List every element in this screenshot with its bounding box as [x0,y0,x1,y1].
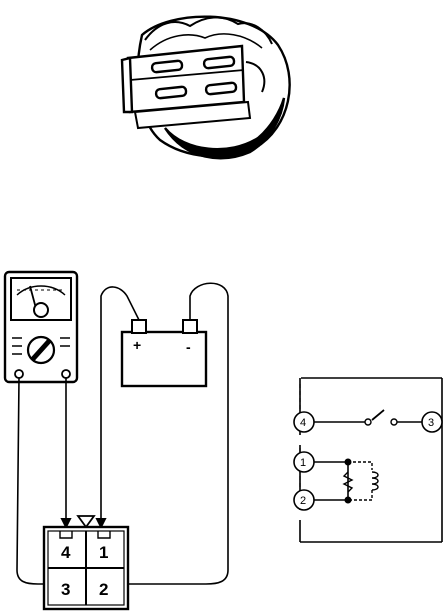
schematic-terminal-3 [421,411,443,433]
switch-contact-a [364,418,372,426]
switch-connector: 4 1 3 2 [42,515,130,611]
battery: + - [120,319,208,388]
switch-contact-b [390,418,398,426]
meter-terminal-right [61,369,71,379]
lead-to-pin-2 [116,282,229,590]
connector-pin-2: 2 [99,580,108,599]
schematic-terminal-2-label: 2 [300,495,306,507]
battery-negative-post [182,319,198,334]
schematic-terminal-3-label: 3 [428,417,434,429]
ignition-switch-illustration [120,15,291,160]
switch-schematic [293,377,443,543]
battery-positive-post [131,319,147,334]
schematic-terminal-1-label: 1 [300,457,306,469]
battery-positive-label: + [133,337,141,353]
schematic-terminal-2 [293,489,315,511]
multimeter [3,270,79,384]
battery-leads [95,282,229,590]
meter-terminal-left [14,369,24,379]
switch-blade [371,409,385,421]
meter-leads [16,377,72,590]
lead-to-pin-3 [16,377,58,590]
schematic-terminal-labels: 4 1 2 3 [300,417,434,507]
connector-pin-1: 1 [99,543,108,562]
battery-negative-label: - [186,339,191,355]
schematic-terminal-1 [293,451,315,473]
connector-pin-3: 3 [61,580,70,599]
connector-pin-4: 4 [61,543,71,562]
lead-to-pin-1 [95,286,140,530]
schematic-terminal-4 [293,411,315,433]
connector-key-triangle [76,515,96,529]
resistor [342,471,354,493]
schematic-terminal-4-label: 4 [300,417,306,429]
coil [371,471,379,491]
